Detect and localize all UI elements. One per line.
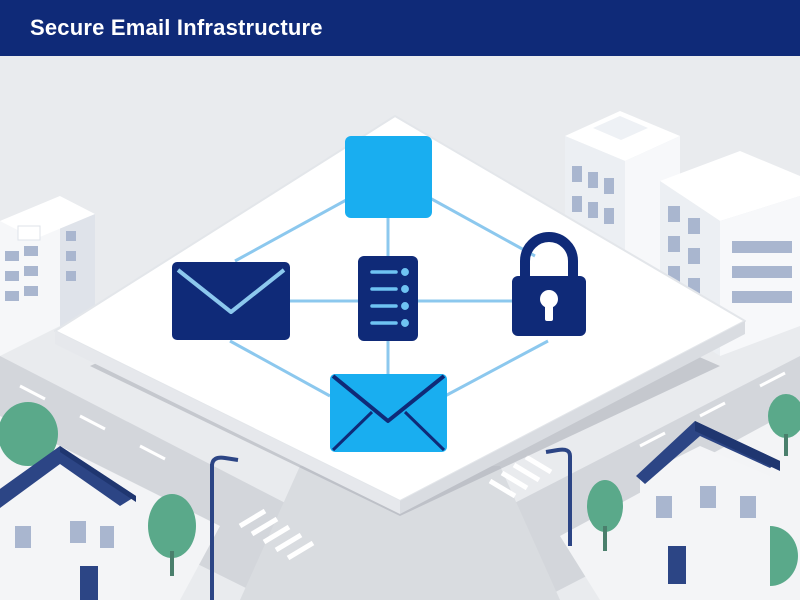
title-bar: Secure Email Infrastructure	[0, 0, 800, 56]
tree	[0, 402, 58, 466]
tree-trunks	[170, 434, 788, 576]
line-right-bottom	[444, 339, 549, 398]
house-right	[636, 421, 780, 600]
road-center	[240, 466, 560, 600]
road-right	[470, 356, 800, 600]
lane-markings	[19, 371, 786, 461]
line-left-bottom	[229, 339, 331, 398]
envelope-icon	[172, 262, 290, 340]
street-lamp-right	[545, 447, 572, 546]
lock-icon	[512, 232, 586, 336]
city-scene	[0, 56, 800, 600]
tree	[587, 480, 623, 532]
crosswalk-right	[488, 454, 553, 499]
house-left	[0, 446, 136, 600]
illustration	[0, 56, 800, 600]
street-lamp-left	[210, 455, 239, 600]
square-node-icon	[345, 136, 432, 218]
envelope-icon-bottom	[330, 374, 447, 452]
crosswalk-left	[238, 508, 315, 561]
page-title: Secure Email Infrastructure	[30, 15, 323, 40]
server-icon	[358, 256, 418, 341]
building-left	[0, 196, 95, 356]
tree	[768, 394, 800, 438]
tree	[148, 494, 196, 558]
